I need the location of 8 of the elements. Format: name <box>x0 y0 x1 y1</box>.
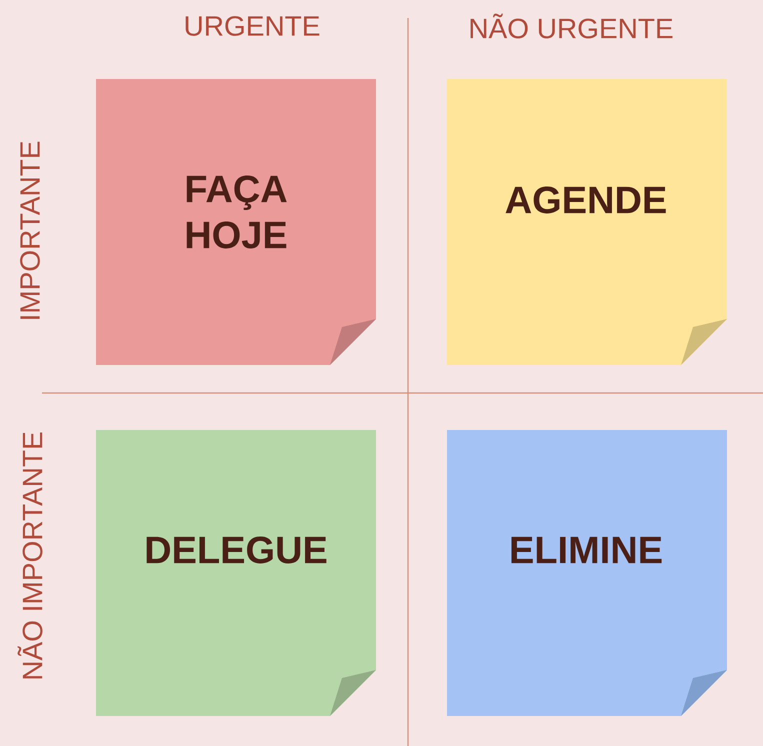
axis-label: NÃO IMPORTANTE <box>18 432 42 678</box>
axis-label: IMPORTANTE <box>20 142 40 319</box>
sticky-note: AGENDE <box>447 79 727 365</box>
axis-label: NÃO URGENTE <box>470 14 672 38</box>
axis-label: URGENTE <box>186 16 320 36</box>
sticky-note: DELEGUE <box>96 430 376 716</box>
sticky-note: FAÇA HOJE <box>96 79 376 365</box>
sticky-note: ELIMINE <box>447 430 727 716</box>
